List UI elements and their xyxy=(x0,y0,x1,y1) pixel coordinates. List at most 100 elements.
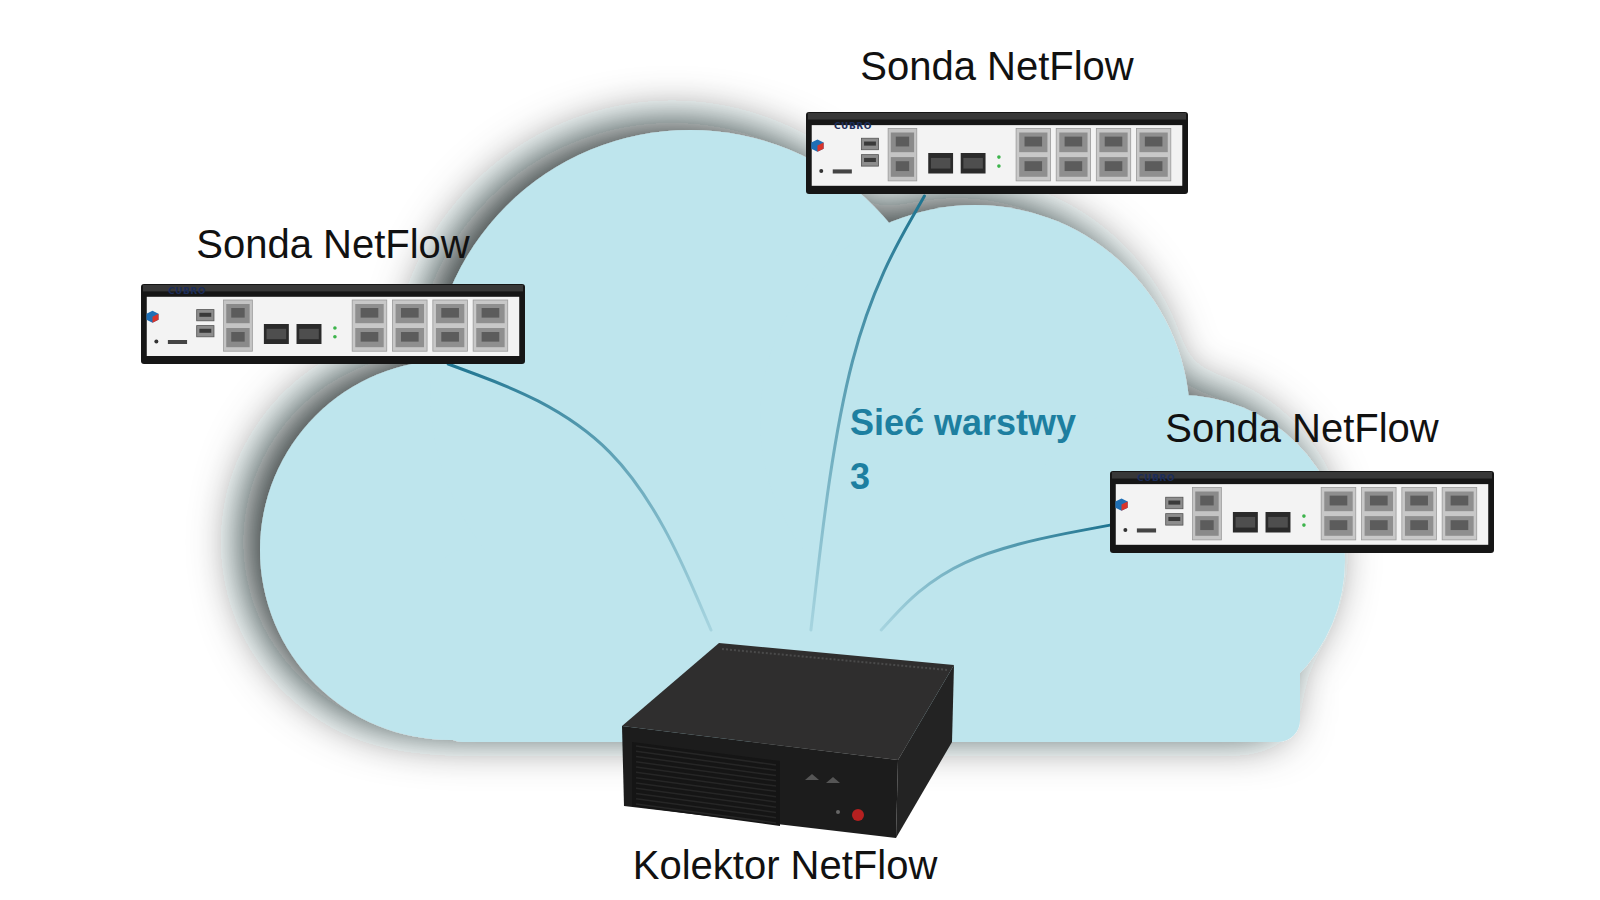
reset-button xyxy=(154,340,158,344)
front-grill xyxy=(632,742,780,826)
sfp-port xyxy=(267,329,287,339)
device-label: Sonda NetFlow xyxy=(141,218,525,270)
rj45-port xyxy=(231,308,244,318)
rj45-port xyxy=(1200,520,1213,530)
usb-port xyxy=(1166,514,1183,525)
rj45-port xyxy=(1195,492,1218,512)
rj45-port xyxy=(441,332,459,342)
status-led xyxy=(997,155,1001,159)
rj45-port xyxy=(436,328,464,347)
micro-usb-slot xyxy=(168,340,187,344)
sfp-port xyxy=(299,329,319,339)
rj45-port xyxy=(1195,516,1218,536)
indicator-led xyxy=(826,777,840,783)
rj45-port xyxy=(896,161,909,171)
grill-line xyxy=(636,788,776,807)
device-label: Sonda NetFlow xyxy=(806,40,1188,92)
grill-line xyxy=(636,799,776,818)
status-led xyxy=(1302,523,1306,527)
device-label: Kolektor NetFlow xyxy=(580,840,990,890)
grill-line xyxy=(636,804,776,823)
device-label: Sonda NetFlow xyxy=(1110,402,1494,454)
front-panel xyxy=(812,125,1183,186)
rj45-stack xyxy=(1362,487,1397,539)
usb-port xyxy=(199,313,211,317)
sfp-port xyxy=(961,153,986,174)
collector-chassis xyxy=(600,630,970,845)
rj45-stack xyxy=(1096,128,1130,180)
reset-button xyxy=(819,169,823,173)
rj45-port xyxy=(1405,516,1433,536)
power-button xyxy=(852,809,864,821)
rj45-port xyxy=(231,332,244,342)
rj45-port xyxy=(1019,157,1047,177)
rj45-port xyxy=(1139,133,1167,153)
probe-chassis xyxy=(1110,471,1494,553)
rj45-stack xyxy=(1056,128,1090,180)
rj45-port xyxy=(361,332,379,342)
sfp-port xyxy=(1266,512,1291,533)
rj45-port xyxy=(1451,520,1469,530)
rj45-port xyxy=(1324,492,1352,512)
reset-button xyxy=(836,810,840,814)
rj45-port xyxy=(226,328,249,347)
usb-port xyxy=(1166,497,1183,508)
rj45-port xyxy=(1370,496,1388,506)
netflow-collector: Kolektor NetFlow xyxy=(600,630,970,890)
rj45-port xyxy=(361,308,379,318)
usb-port xyxy=(864,142,876,146)
console-port xyxy=(888,128,917,180)
rj45-port xyxy=(1065,137,1083,147)
flow-connector xyxy=(811,196,925,630)
front-panel xyxy=(147,297,519,356)
sfp-port xyxy=(297,324,322,344)
usb-port xyxy=(1168,517,1180,521)
brand-logo xyxy=(147,311,159,323)
rj45-port xyxy=(436,304,464,323)
grill-line xyxy=(636,767,776,786)
usb-port xyxy=(1168,501,1180,505)
status-led xyxy=(333,335,337,339)
rj45-port xyxy=(401,332,419,342)
sfp-port xyxy=(1233,512,1258,533)
rj45-stack xyxy=(393,300,428,351)
rj45-port xyxy=(1059,133,1087,153)
console-port xyxy=(224,300,253,351)
rj45-stack xyxy=(433,300,468,351)
usb-port xyxy=(197,310,214,321)
rj45-port xyxy=(1324,516,1352,536)
sfp-port xyxy=(1268,517,1288,528)
rj45-port xyxy=(1330,496,1348,506)
usb-port xyxy=(197,326,214,337)
sfp-port xyxy=(963,158,982,169)
brand-label: CUBRO xyxy=(834,121,872,131)
network-label: Sieć warstwy 3 xyxy=(850,396,1080,504)
brand-label: CUBRO xyxy=(168,286,206,296)
rj45-port xyxy=(401,308,419,318)
rj45-stack xyxy=(1136,128,1170,180)
chassis-body xyxy=(141,284,525,364)
rj45-port xyxy=(1099,133,1127,153)
grill-line xyxy=(636,762,776,781)
rj45-port xyxy=(1019,133,1047,153)
status-led xyxy=(1302,514,1306,518)
rj45-port xyxy=(1099,157,1127,177)
rj45-stack xyxy=(352,300,387,351)
rj45-port xyxy=(1410,520,1428,530)
grill-line xyxy=(636,793,776,812)
rj45-port xyxy=(482,332,500,342)
rj45-port xyxy=(355,328,383,347)
usb-port xyxy=(861,138,878,149)
rj45-port xyxy=(441,308,459,318)
rj45-port xyxy=(476,328,504,347)
brand-logo xyxy=(1122,502,1128,511)
grill-line xyxy=(636,757,776,776)
rj45-port xyxy=(891,133,914,153)
brand-logo xyxy=(1115,498,1127,510)
rj45-port xyxy=(1410,496,1428,506)
flow-connector xyxy=(881,525,1110,630)
vent-strip xyxy=(722,649,948,670)
sfp-port xyxy=(1236,517,1256,528)
grill-line xyxy=(636,746,776,765)
